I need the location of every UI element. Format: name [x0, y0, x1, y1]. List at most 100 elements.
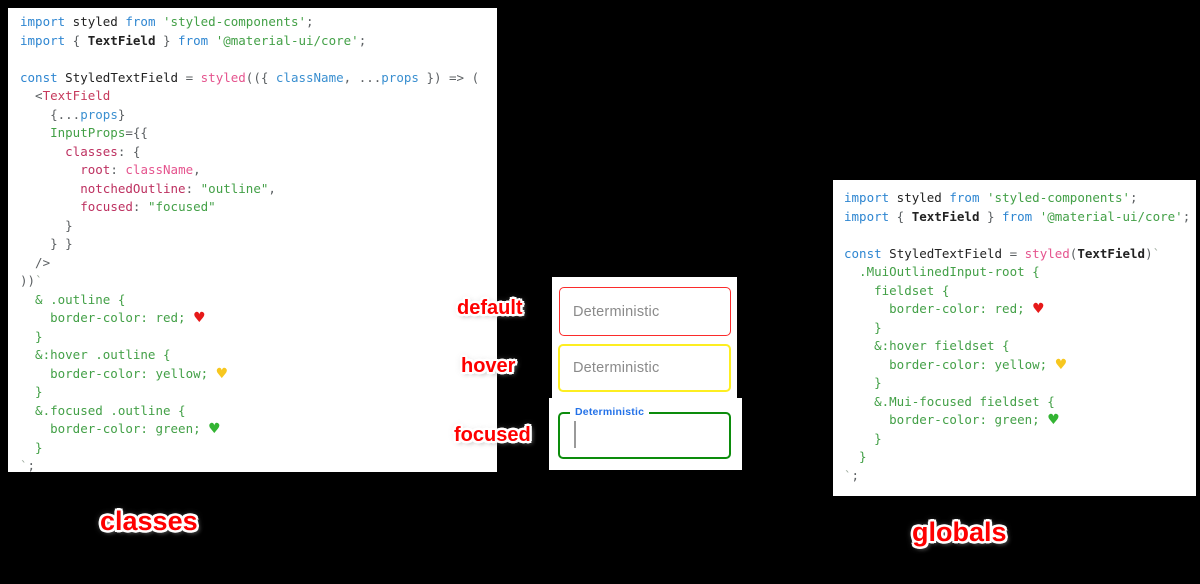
code-token: ` — [20, 458, 28, 473]
code-line: } — [20, 439, 493, 458]
code-token: border-color: yellow; — [844, 356, 1055, 372]
code-token: TextField — [911, 208, 980, 224]
code-token: )) — [20, 273, 36, 288]
code-token: styled — [1024, 245, 1070, 261]
code-token: TextField — [87, 32, 156, 48]
textfield-default[interactable]: Deterministic — [559, 287, 731, 336]
textfield-focused[interactable]: Deterministic — [558, 406, 731, 459]
globals-code-panel: import styled from 'styled-components';i… — [833, 180, 1196, 496]
code-line: border-color: yellow; ♥ — [844, 356, 1192, 375]
code-token: ` — [844, 467, 852, 483]
code-token: ; — [27, 458, 36, 473]
code-token: } } — [20, 236, 73, 251]
code-token: &.focused .outline { — [20, 402, 186, 418]
yellow-heart-icon: ♥ — [215, 365, 229, 382]
code-line: InputProps={{ — [20, 124, 493, 143]
code-line: const StyledTextField = styled(TextField… — [844, 245, 1192, 264]
code-token: = — [185, 69, 201, 85]
code-token: 'styled-components' — [987, 190, 1131, 205]
code-line: `; — [20, 457, 493, 476]
code-token: } — [155, 32, 179, 48]
code-line: &.focused .outline { — [20, 402, 493, 421]
code-token: InputProps — [20, 125, 126, 140]
code-token: root — [80, 162, 111, 177]
code-token: import — [20, 14, 66, 29]
code-line: focused: "focused" — [20, 198, 493, 217]
code-token: = — [1009, 245, 1025, 261]
code-line: .MuiOutlinedInput-root { — [844, 263, 1192, 282]
code-line: ))` — [20, 272, 493, 291]
yellow-heart-icon: ♥ — [1054, 356, 1068, 373]
code-token: const — [20, 69, 58, 85]
code-token: import — [20, 32, 66, 48]
code-token: ; — [1182, 208, 1191, 224]
code-line: border-color: green; ♥ — [844, 411, 1192, 430]
code-token: TextField — [1077, 245, 1146, 261]
code-token — [1032, 209, 1040, 224]
code-token: ` — [1152, 245, 1161, 261]
code-token: , — [193, 162, 201, 177]
code-token: classes — [65, 143, 118, 159]
code-token: className — [125, 162, 194, 177]
code-token: from — [178, 32, 209, 48]
code-token: , ... — [343, 69, 382, 85]
code-token: styled — [65, 14, 126, 29]
green-heart-icon: ♥ — [1047, 412, 1060, 428]
code-line: notchedOutline: "outline", — [20, 180, 493, 199]
code-token: } — [20, 384, 43, 399]
code-line: <TextField — [20, 87, 493, 106]
code-line — [844, 226, 1192, 245]
code-line: border-color: red; ♥ — [844, 300, 1192, 319]
code-token: notchedOutline — [80, 180, 186, 196]
code-token: : — [185, 180, 201, 196]
code-line: fieldset { — [844, 282, 1192, 301]
code-line: } — [844, 319, 1192, 338]
code-token — [208, 33, 216, 48]
code-token: const — [844, 245, 882, 261]
code-token: { — [889, 208, 912, 224]
code-token: "outline" — [200, 180, 269, 196]
code-line: & .outline { — [20, 291, 493, 310]
code-token: } — [844, 449, 867, 464]
code-line: &.Mui-focused fieldset { — [844, 393, 1192, 412]
code-line: &:hover fieldset { — [844, 337, 1192, 356]
code-token: ` — [35, 273, 43, 288]
code-token: from — [949, 190, 980, 205]
code-token: ; — [1130, 190, 1138, 205]
code-token: StyledTextField — [881, 245, 1010, 261]
code-token — [979, 190, 987, 205]
code-token: : { — [117, 143, 141, 159]
code-token: ( — [1069, 245, 1078, 261]
code-token: &:hover .outline { — [20, 347, 171, 362]
red-heart-icon: ♥ — [193, 310, 206, 326]
code-token: StyledTextField — [57, 69, 186, 85]
code-token: from — [125, 14, 156, 29]
caption-classes: classes — [100, 506, 198, 536]
code-token: ={{ — [125, 125, 148, 140]
code-line: import styled from 'styled-components'; — [844, 189, 1192, 208]
code-token: ) — [1145, 245, 1153, 261]
code-token: } — [20, 328, 43, 344]
code-token: } — [844, 375, 882, 390]
textfield-placeholder: Deterministic — [573, 360, 660, 376]
code-line: } — [844, 430, 1192, 449]
code-line: border-color: yellow; ♥ — [20, 365, 493, 384]
code-token: } — [117, 106, 126, 122]
code-line: const StyledTextField = styled(({ classN… — [20, 69, 493, 88]
code-line: import { TextField } from '@material-ui/… — [844, 208, 1192, 227]
code-line: } — [844, 374, 1192, 393]
code-token: : — [132, 199, 148, 214]
code-token: props — [80, 106, 118, 122]
code-token: , — [268, 180, 276, 196]
code-token: '@material-ui/core' — [1039, 208, 1183, 224]
code-token: /> — [20, 254, 51, 270]
code-token: } — [20, 217, 73, 233]
label-default: default — [457, 297, 523, 319]
code-line: `; — [844, 467, 1192, 486]
textfield-floating-label: Deterministic — [570, 406, 650, 418]
code-token: & .outline { — [20, 291, 126, 307]
textfield-hover[interactable]: Deterministic — [558, 344, 731, 392]
code-token: border-color: yellow; — [20, 365, 216, 381]
code-token: .MuiOutlinedInput-root { — [844, 264, 1040, 279]
code-token: border-color: red; — [844, 301, 1033, 316]
